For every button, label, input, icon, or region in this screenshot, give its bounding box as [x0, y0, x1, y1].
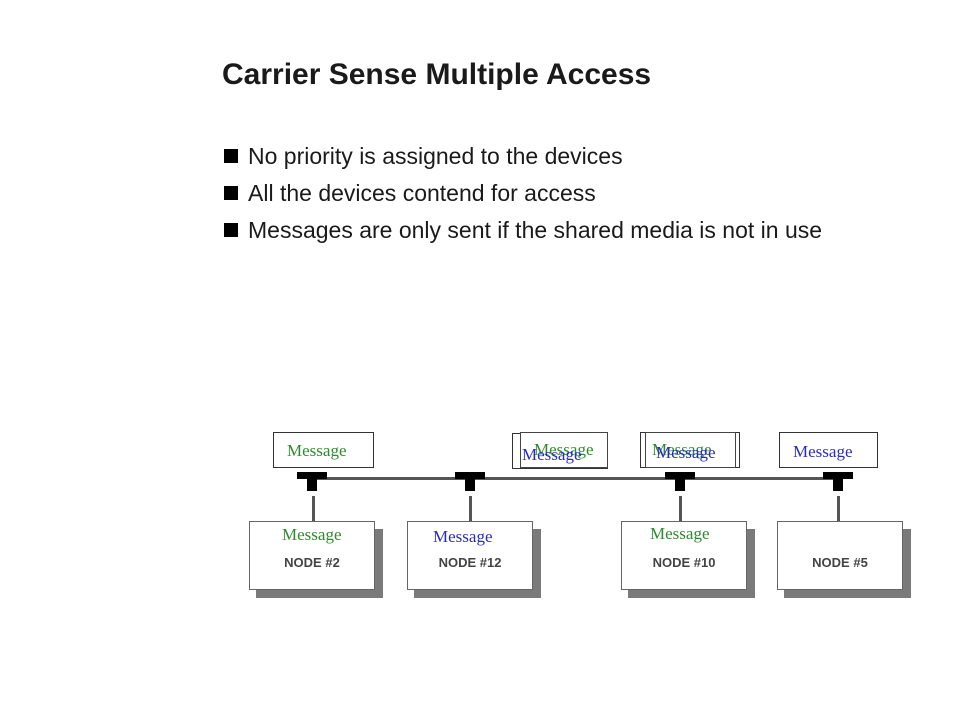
bus-message: Message [534, 440, 594, 459]
node-10-message: Message [650, 524, 710, 543]
node-drop-line [312, 496, 315, 522]
node-drop-line [837, 496, 840, 522]
bus-message: Message [656, 443, 716, 462]
node-12-message: Message [433, 527, 493, 546]
bus-message: Message [522, 445, 582, 464]
node-5 [777, 521, 903, 590]
bus-message: Message [652, 440, 712, 459]
bus-message: Message [287, 441, 347, 460]
bus-tap-icon [665, 472, 695, 479]
node-12 [407, 521, 533, 590]
node-12-label: NODE #12 [438, 555, 502, 570]
bus-tap-icon [823, 472, 853, 479]
square-bullet-icon [224, 149, 238, 163]
bus-message-box [645, 432, 736, 468]
node-2-label: NODE #2 [284, 555, 340, 570]
bus-tap-icon [297, 472, 327, 479]
bus-tap-stem [675, 479, 685, 491]
slide-title: Carrier Sense Multiple Access [222, 58, 652, 91]
node-10-label: NODE #10 [652, 555, 716, 570]
bus-message: Message [793, 442, 853, 461]
bus-tap-stem [465, 479, 475, 491]
node-2 [249, 521, 375, 590]
bullet-item: Messages are only sent if the shared med… [224, 212, 822, 249]
node-drop-line [679, 496, 682, 522]
bus-tap-icon [455, 472, 485, 479]
bus-tap-stem [307, 479, 317, 491]
bullet-item: All the devices contend for access [224, 175, 822, 212]
node-10 [621, 521, 747, 590]
square-bullet-icon [224, 223, 238, 237]
node-drop-line [469, 496, 472, 522]
node-5-label: NODE #5 [812, 555, 868, 570]
bullet-item: No priority is assigned to the devices [224, 138, 822, 175]
shared-bus-line [312, 477, 838, 480]
bus-message-box [273, 432, 374, 468]
bus-message-box [779, 432, 878, 468]
bullet-list: No priority is assigned to the devices A… [224, 138, 822, 249]
bus-tap-stem [833, 479, 843, 491]
square-bullet-icon [224, 186, 238, 200]
node-2-message: Message [282, 525, 342, 544]
bus-message-box [520, 432, 608, 468]
